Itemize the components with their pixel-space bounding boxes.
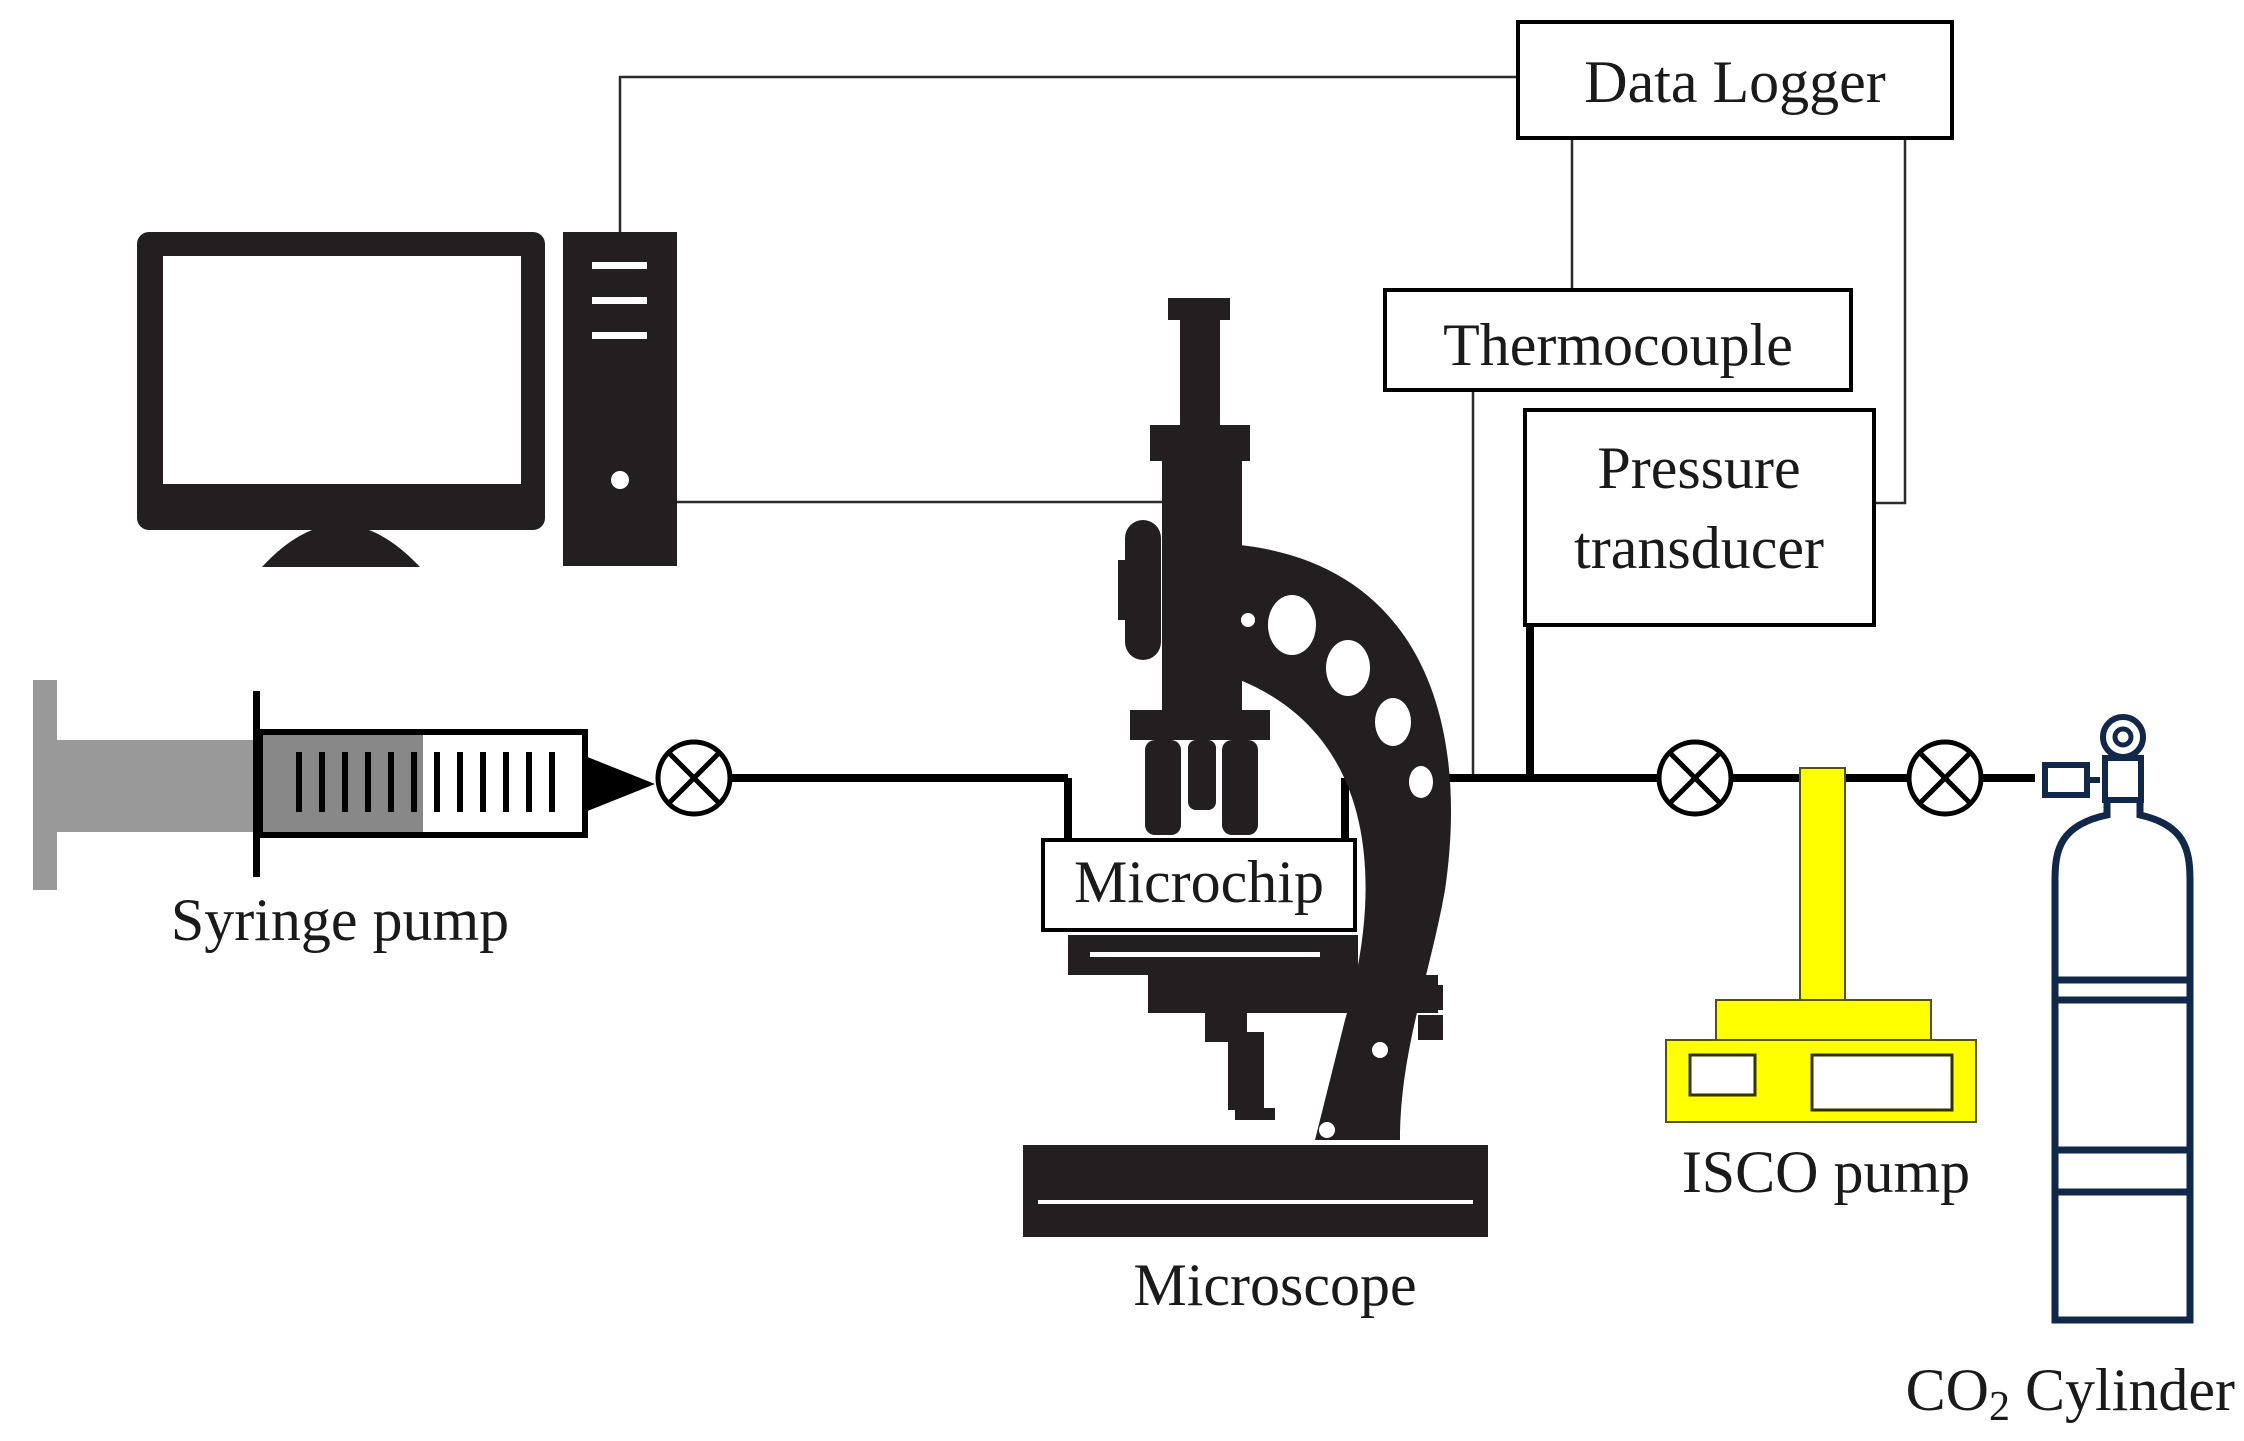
syringe-pump-label: Syringe pump <box>171 887 509 953</box>
thermocouple-label: Thermocouple <box>1443 312 1793 378</box>
co2-cylinder-label-suffix: Cylinder <box>2010 1357 2235 1423</box>
valve-icon <box>1656 739 1734 817</box>
microscope-icon <box>1023 298 1488 1237</box>
valve-icon <box>655 739 733 817</box>
microchip: Microchip <box>1041 838 1357 932</box>
thermocouple: Thermocouple <box>1383 288 1853 392</box>
microscope-label: Microscope <box>1133 1252 1416 1318</box>
pressure-transducer: Pressure transducer <box>1523 408 1876 627</box>
data-logger-label: Data Logger <box>1584 49 1886 115</box>
wire-logger-to-transducer <box>1874 138 1907 505</box>
co2-cylinder-label-prefix: CO <box>1906 1357 1989 1423</box>
data-logger: Data Logger <box>1516 20 1954 140</box>
co2-cylinder-label: CO2 Cylinder <box>1906 1357 2235 1430</box>
syringe-icon <box>33 680 655 890</box>
signal-wires <box>618 75 1907 780</box>
microchip-label: Microchip <box>1074 849 1324 915</box>
wire-logger-to-computer <box>618 75 1518 234</box>
gas-cylinder-icon <box>2042 714 2194 1324</box>
valve-icon <box>1906 739 1984 817</box>
computer-monitor-icon <box>137 232 545 567</box>
isco-pump-icon <box>1665 767 1977 1123</box>
isco-pump-label: ISCO pump <box>1682 1139 1970 1205</box>
computer-tower-icon <box>563 232 677 566</box>
co2-cylinder-label-subscript: 2 <box>1989 1384 2010 1430</box>
pressure-transducer-label-line2: transducer <box>1574 515 1824 581</box>
pressure-transducer-label-line1: Pressure <box>1597 435 1800 501</box>
